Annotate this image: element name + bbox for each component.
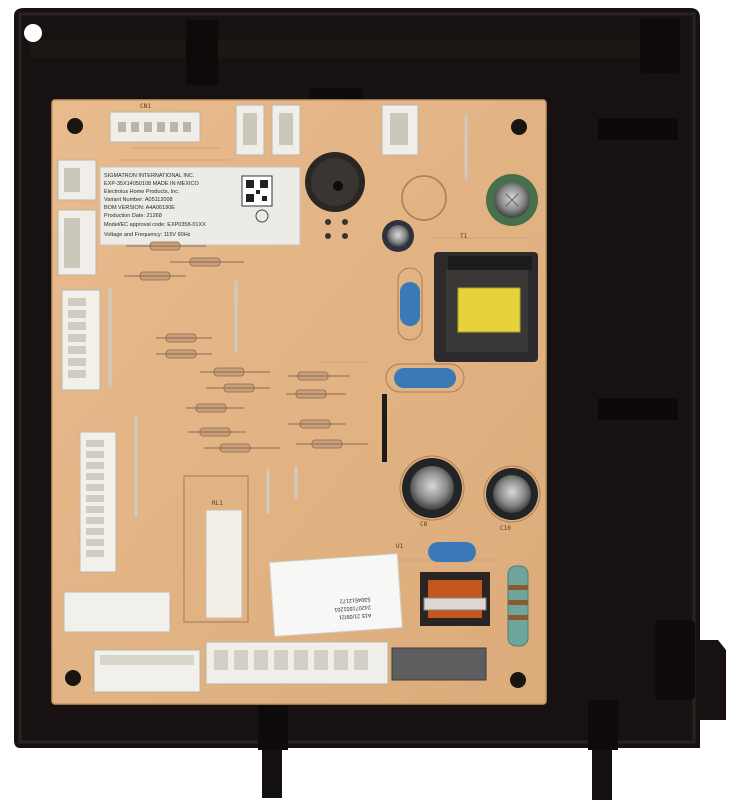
bottom-clip xyxy=(262,740,282,798)
connector-top-3pin-c xyxy=(381,104,419,156)
power-resistor xyxy=(507,565,529,647)
sticker-line: Voltage and Frequency: 115V 60Hz xyxy=(104,232,191,238)
diode xyxy=(382,394,387,462)
bottom-clip xyxy=(592,740,612,800)
sticker-line: Model/EC approval code: EXP0358-01XX xyxy=(104,222,206,228)
white-label: 5304512172 242071501201 A15 21/09/21 xyxy=(268,553,403,637)
sticker-line: Variant Number: A05112008 xyxy=(104,197,173,203)
connector-left-12pin xyxy=(79,431,117,573)
transformer xyxy=(434,252,538,362)
electrolytic-capacitor xyxy=(486,174,538,226)
mounting-hole xyxy=(24,24,42,42)
capacitor-outline xyxy=(401,175,447,221)
blue-capacitor xyxy=(397,267,423,341)
label-line: 242071501201 xyxy=(334,604,371,613)
relay xyxy=(183,475,249,623)
sticker-label: SIGMATRON INTERNATIONAL INC. EXP-35X1405… xyxy=(99,166,301,246)
silk-regulator: U1 xyxy=(396,543,404,550)
blue-capacitor xyxy=(385,363,465,393)
electrolytic-capacitor xyxy=(483,465,541,523)
silk-cap-1: C8 xyxy=(420,521,428,528)
silkscreen-marks: RL1 T1 C8 C10 U1 CN1 xyxy=(140,103,511,550)
connector-bottom-long xyxy=(205,641,389,685)
silk-relay: RL1 xyxy=(212,500,223,507)
sticker-line: Production Date: 21268 xyxy=(104,213,162,219)
electrolytic-capacitor xyxy=(399,455,465,521)
silk-transformer: T1 xyxy=(460,233,468,240)
buzzer xyxy=(305,152,365,239)
silk-conn: CN1 xyxy=(140,103,151,110)
sticker-line: BOM VERSION: A4A06190E xyxy=(104,205,175,211)
connector-left-4pin xyxy=(57,209,97,276)
electrolytic-capacitor xyxy=(382,220,414,252)
label-line: 5304512172 xyxy=(340,596,371,604)
circuit-board xyxy=(51,99,547,705)
connector-top-6pin xyxy=(109,111,201,143)
connector-top-3pin-a xyxy=(235,104,265,156)
resistor-array xyxy=(124,241,368,453)
sticker-line: SIGMATRON INTERNATIONAL INC. xyxy=(104,173,195,179)
sticker-line: EXP-35X14050108 MADE IN MEXICO xyxy=(104,181,199,187)
connector-top-3pin-b xyxy=(271,104,301,156)
connector-bottom-left xyxy=(63,591,171,633)
connector-left-8pin xyxy=(61,289,101,391)
connector-bottom-white xyxy=(93,649,201,693)
blue-capacitor xyxy=(428,542,476,562)
choke-coil xyxy=(420,572,490,626)
label-line: A15 21/09/21 xyxy=(339,612,372,620)
sticker-line: Electrolux Home Products, Inc. xyxy=(104,189,180,195)
silk-cap-2: C10 xyxy=(500,525,511,532)
connector-bottom-gray xyxy=(391,647,487,681)
connector-left-2pin xyxy=(57,159,97,201)
jumper-wires xyxy=(108,114,468,518)
